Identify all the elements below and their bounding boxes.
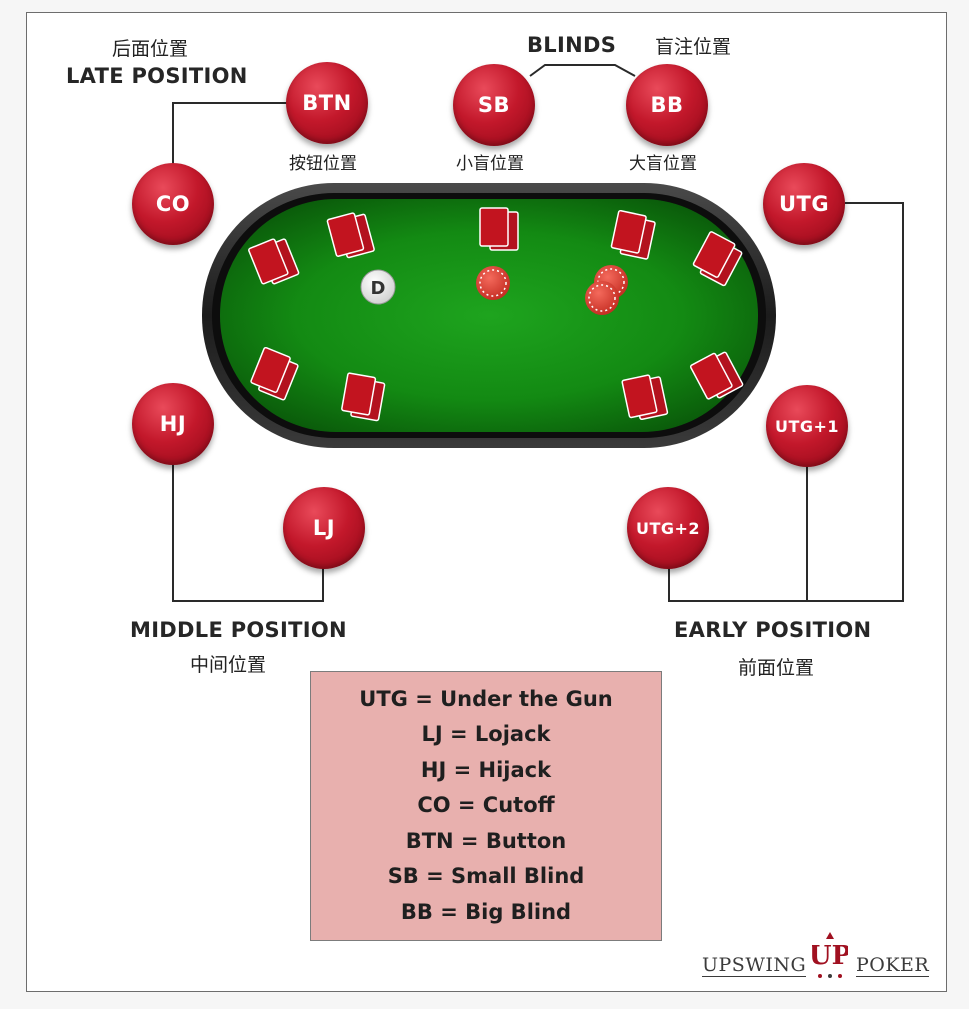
early-position-connector-utg — [807, 202, 904, 602]
late-position-cn-label: 后面位置 — [112, 38, 189, 60]
dealer-button: D — [360, 269, 396, 305]
small-blind-chip — [476, 266, 510, 300]
blinds-label: BLINDS — [527, 33, 617, 57]
legend-row-utg: UTG = Under the Gun — [359, 686, 613, 711]
legend-row-hj: HJ = Hijack — [420, 757, 552, 782]
seat-utg1: UTG+1 — [766, 385, 848, 467]
blinds-cn-label: 盲注位置 — [655, 36, 732, 58]
middle-position-connector — [172, 465, 324, 602]
legend-row-co: CO = Cutoff — [417, 793, 555, 818]
logo-mark-icon: UP — [812, 932, 848, 978]
card-pair — [610, 209, 656, 260]
middle-position-label: MIDDLE POSITION — [130, 618, 347, 642]
logo-mark-text: UP — [812, 941, 848, 971]
upswing-poker-logo: UPSWING UP POKER — [698, 930, 938, 986]
logo-text-poker: POKER — [856, 954, 930, 977]
blinds-connector — [529, 64, 636, 77]
seat-co: CO — [132, 163, 214, 245]
blind-chips — [476, 265, 628, 315]
card-pair — [689, 351, 744, 400]
logo-text-upswing: UPSWING — [702, 954, 807, 977]
legend-row-bb: BB = Big Blind — [400, 899, 572, 924]
seat-lj: LJ — [283, 487, 365, 569]
early-position-label: EARLY POSITION — [674, 618, 872, 642]
seat-sb: SB — [453, 64, 535, 146]
card-pair — [341, 372, 386, 422]
legend-row-btn: BTN = Button — [405, 828, 567, 853]
card-pair — [326, 212, 375, 259]
big-blind-cn-label: 大盲位置 — [629, 154, 697, 174]
card-pair — [692, 231, 743, 287]
button-cn-label: 按钮位置 — [289, 154, 357, 174]
seat-utg: UTG — [763, 163, 845, 245]
seat-btn: BTN — [286, 62, 368, 144]
late-position-label: LATE POSITION — [66, 64, 248, 88]
small-blind-cn-label: 小盲位置 — [456, 154, 524, 174]
middle-position-cn-label: 中间位置 — [190, 654, 267, 676]
connector-lines — [172, 64, 904, 602]
seat-bb: BB — [626, 64, 708, 146]
legend-row-lj: LJ = Lojack — [421, 722, 551, 747]
late-position-connector — [172, 102, 290, 165]
seat-cards — [248, 207, 744, 422]
dealer-button-label: D — [371, 278, 386, 299]
big-blind-chip-stack — [585, 265, 628, 315]
legend-row-sb: SB = Small Blind — [387, 864, 585, 889]
card-pair — [250, 346, 299, 401]
card-pair — [479, 207, 519, 251]
early-position-connector-utg2 — [668, 565, 807, 602]
card-pair — [621, 374, 669, 421]
seat-hj: HJ — [132, 383, 214, 465]
early-position-cn-label: 前面位置 — [738, 657, 815, 679]
abbreviation-legend: UTG = Under the Gun LJ = Lojack HJ = Hij… — [310, 671, 662, 941]
card-pair — [248, 238, 300, 285]
seat-utg2: UTG+2 — [627, 487, 709, 569]
